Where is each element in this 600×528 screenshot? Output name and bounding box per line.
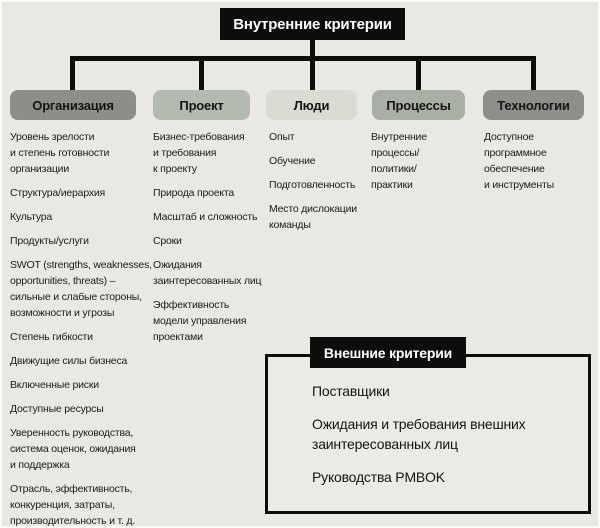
criteria-item: Доступные ресурсы — [10, 403, 104, 415]
external-criteria-item: Поставщики — [312, 383, 390, 399]
criteria-item: Подготовленность — [269, 179, 356, 191]
criteria-item: Степень гибкости — [10, 331, 93, 343]
external-criteria-title: Внешние критерии — [310, 337, 466, 368]
connector-drop-technology — [531, 59, 536, 92]
criteria-item: Обучение — [269, 155, 316, 167]
criteria-item: Бизнес-требования и требования к проекту — [153, 131, 245, 175]
category-box-technology: Технологии — [483, 90, 584, 120]
criteria-column-processes: Внутренние процессы/ политики/ практики — [371, 129, 471, 201]
criteria-column-technology: Доступное программное обеспечение и инст… — [484, 129, 594, 201]
external-criteria-list: Поставщики Ожидания и требования внешних… — [312, 381, 526, 500]
external-criteria-item: Ожидания и требования внешних заинтересо… — [312, 416, 526, 452]
criteria-item: Движущие силы бизнеса — [10, 355, 128, 367]
criteria-item: Уровень зрелости и степень готовности ор… — [10, 131, 110, 175]
criteria-item: Включенные риски — [10, 379, 99, 391]
criteria-column-project: Бизнес-требования и требования к проекту… — [153, 129, 265, 353]
connector-drop-people — [310, 59, 315, 92]
external-criteria-box — [265, 354, 591, 514]
criteria-item: Ожидания заинтересованных лиц — [153, 259, 262, 287]
criteria-item: Внутренние процессы/ политики/ практики — [371, 131, 427, 191]
criteria-item: Структура/иерархия — [10, 187, 106, 199]
criteria-item: Природа проекта — [153, 187, 235, 199]
category-box-processes: Процессы — [372, 90, 465, 120]
criteria-item: Сроки — [153, 235, 182, 247]
connector-drop-organization — [70, 59, 75, 92]
connector-trunk-line — [310, 40, 315, 59]
category-box-people: Люди — [266, 90, 357, 120]
criteria-item: SWOT (strengths, weaknesses, opportuniti… — [10, 259, 152, 319]
criteria-item: Эффективность модели управления проектам… — [153, 299, 247, 343]
root-node-internal-criteria: Внутренние критерии — [220, 8, 405, 40]
criteria-column-organization: Уровень зрелости и степень готовности ор… — [10, 129, 152, 527]
connector-drop-processes — [416, 59, 421, 92]
criteria-item: Культура — [10, 211, 53, 223]
criteria-item: Опыт — [269, 131, 295, 143]
criteria-item: Доступное программное обеспечение и инст… — [484, 131, 554, 191]
connector-horizontal-line — [70, 56, 536, 61]
category-box-organization: Организация — [10, 90, 136, 120]
criteria-item: Уверенность руководства, система оценок,… — [10, 427, 136, 471]
category-box-project: Проект — [153, 90, 250, 120]
criteria-item: Масштаб и сложность — [153, 211, 258, 223]
connector-drop-project — [199, 59, 204, 92]
criteria-item: Отрасль, эффективность, конкуренция, зат… — [10, 483, 136, 527]
criteria-item: Место дислокации команды — [269, 203, 357, 231]
external-criteria-item: Руководства PMBOK — [312, 469, 445, 485]
criteria-column-people: Опыт Обучение Подготовленность Место дис… — [269, 129, 369, 241]
criteria-item: Продукты/услуги — [10, 235, 89, 247]
